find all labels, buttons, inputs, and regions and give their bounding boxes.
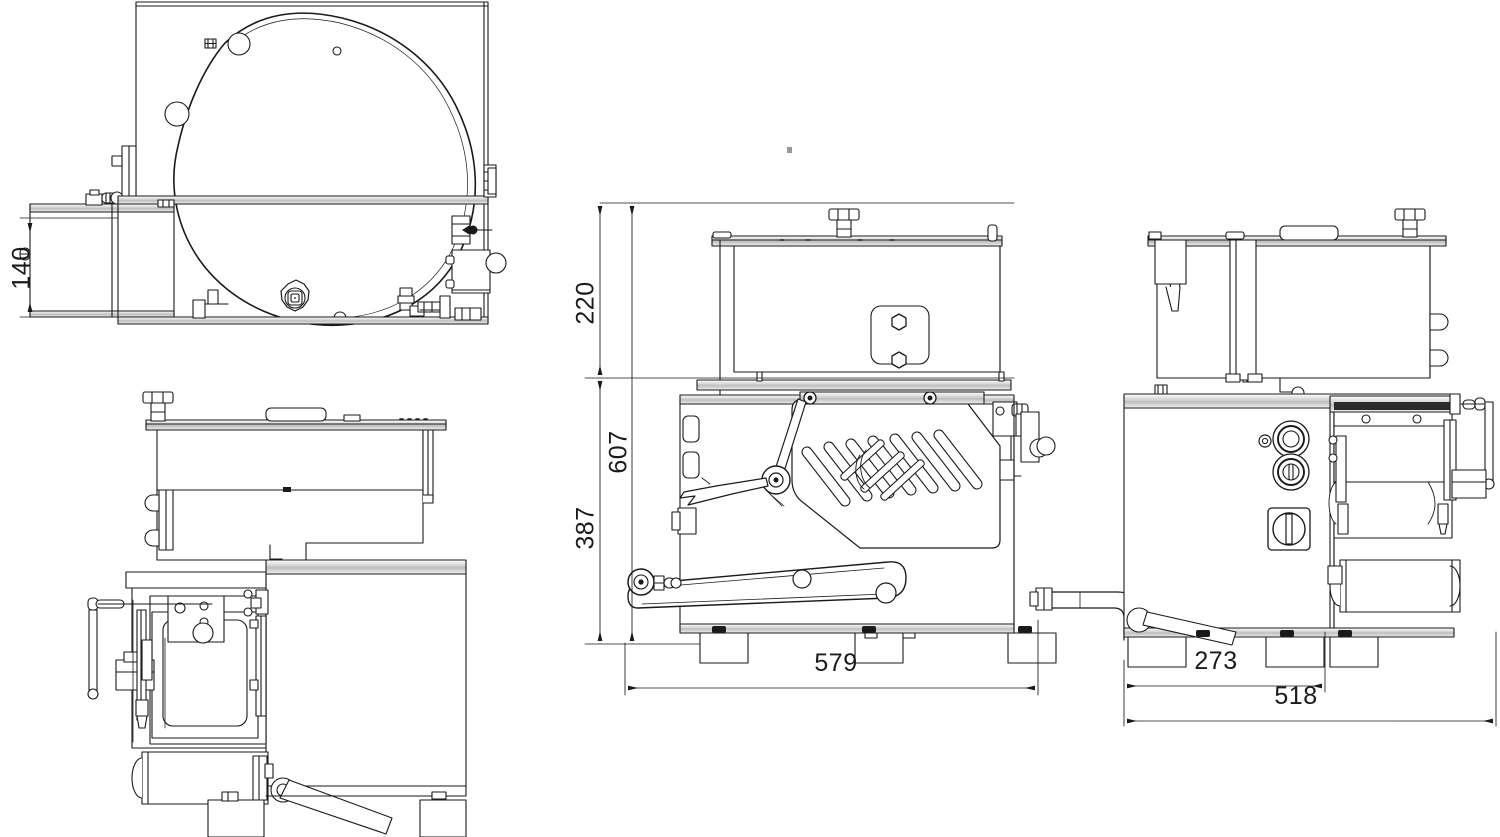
dimension-140 bbox=[19, 217, 119, 318]
dimension-label-579: 579 bbox=[814, 649, 858, 677]
view-front-elevation bbox=[627, 208, 1137, 664]
view-rear-bowl-lid bbox=[19, 1, 507, 327]
view-right-side-elevation bbox=[1123, 208, 1495, 668]
dimension-518 bbox=[1123, 631, 1497, 727]
stray-mark bbox=[787, 147, 792, 153]
dimension-label-387: 387 bbox=[571, 506, 600, 550]
dimension-579 bbox=[624, 619, 1039, 696]
dimension-label-607: 607 bbox=[604, 430, 633, 474]
view-left-side-elevation bbox=[87, 391, 467, 837]
dimension-label-273: 273 bbox=[1194, 647, 1238, 675]
dimension-lines bbox=[584, 202, 1497, 727]
dimension-label-140: 140 bbox=[7, 246, 36, 290]
dimension-273 bbox=[1123, 631, 1326, 693]
dimension-label-220: 220 bbox=[571, 281, 600, 325]
dimension-label-518: 518 bbox=[1274, 682, 1318, 710]
